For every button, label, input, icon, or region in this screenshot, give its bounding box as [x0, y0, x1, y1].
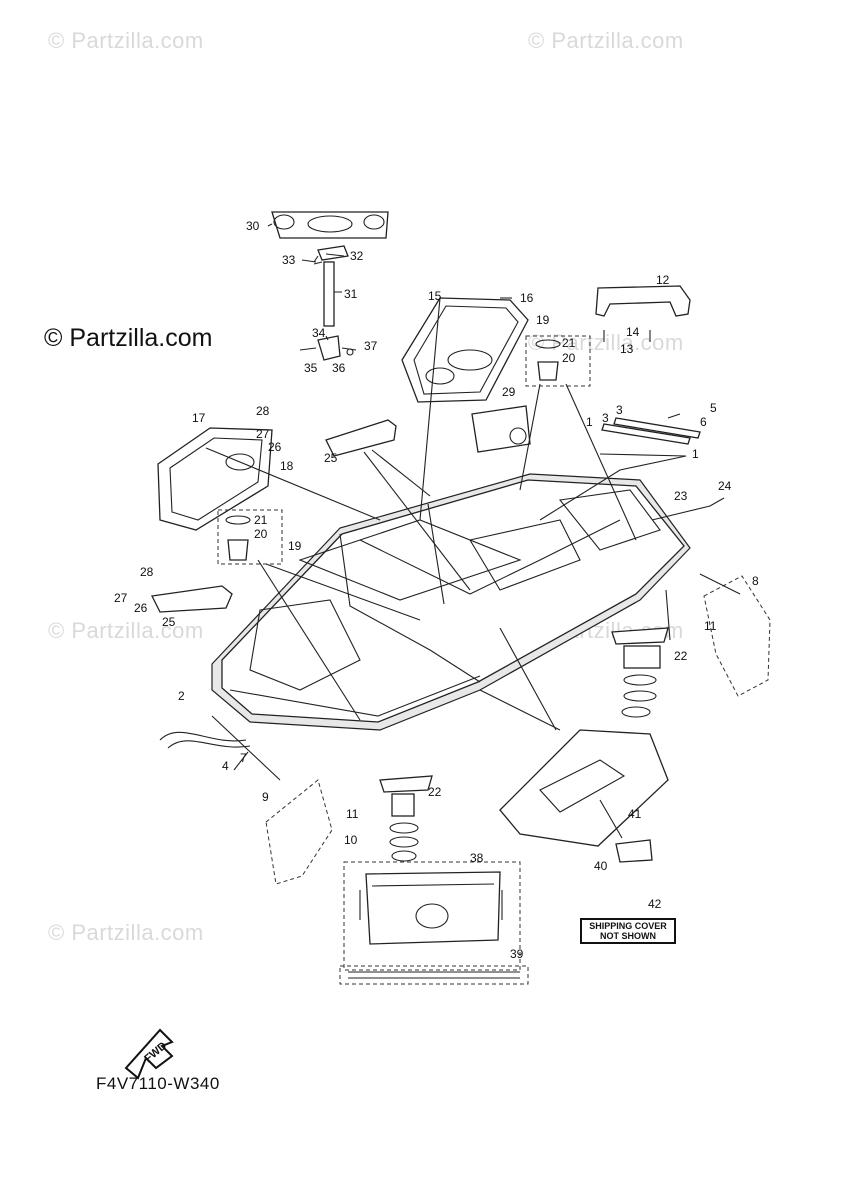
callout[interactable]: 3: [602, 411, 609, 425]
callout[interactable]: 41: [628, 807, 642, 821]
callout[interactable]: 21: [254, 513, 268, 527]
callout[interactable]: 36: [332, 361, 346, 375]
callout[interactable]: 22: [428, 785, 442, 799]
part-cleat: [611, 627, 669, 718]
shipping-note-line: SHIPPING COVER: [589, 921, 667, 931]
callout[interactable]: 1: [692, 447, 699, 461]
callout[interactable]: 6: [700, 415, 707, 429]
part-bracket: [595, 285, 691, 342]
watermark: © Partzilla.com: [48, 618, 204, 643]
callout[interactable]: 26: [134, 601, 148, 615]
shipping-cover-note: SHIPPING COVER NOT SHOWN: [580, 918, 676, 944]
shipping-note-line: NOT SHOWN: [600, 931, 656, 941]
part-cooler: [343, 861, 521, 971]
fwd-arrow-icon: FWD: [124, 1028, 174, 1080]
callout[interactable]: 37: [364, 339, 378, 353]
part-seat-cushion: [271, 211, 389, 239]
callout[interactable]: 30: [246, 219, 260, 233]
callout[interactable]: 38: [470, 851, 484, 865]
callout[interactable]: 9: [262, 790, 269, 804]
callout[interactable]: 1: [586, 415, 593, 429]
callout[interactable]: 39: [510, 947, 524, 961]
part-cleat: [379, 775, 433, 862]
callout[interactable]: 14: [626, 325, 640, 339]
watermark: © Partzilla.com: [528, 28, 684, 53]
callout[interactable]: 10: [344, 833, 358, 847]
callout[interactable]: 34: [312, 326, 326, 340]
callout[interactable]: 19: [288, 539, 302, 553]
callout[interactable]: 8: [752, 574, 759, 588]
callout[interactable]: 25: [162, 615, 176, 629]
callout[interactable]: 13: [620, 342, 634, 356]
watermark: © Partzilla.com: [48, 920, 204, 945]
callout[interactable]: 11: [346, 807, 359, 821]
callout[interactable]: 17: [192, 411, 206, 425]
callout[interactable]: 23: [674, 489, 688, 503]
callout[interactable]: 40: [594, 859, 608, 873]
part-storage-box: [157, 427, 273, 531]
callout[interactable]: 35: [304, 361, 318, 375]
callout[interactable]: 42: [648, 897, 662, 911]
callout[interactable]: 12: [656, 273, 670, 287]
callout[interactable]: 11: [704, 619, 717, 633]
callout[interactable]: 19: [536, 313, 550, 327]
diagram-code: F4V7110-W340: [96, 1074, 220, 1093]
watermark: © Partzilla.com: [528, 330, 684, 355]
callout[interactable]: 16: [520, 291, 534, 305]
callout[interactable]: 28: [256, 404, 270, 418]
callout[interactable]: 22: [674, 649, 688, 663]
callout[interactable]: 20: [562, 351, 576, 365]
part-rails: [601, 413, 701, 445]
callout[interactable]: 26: [268, 440, 282, 454]
callout[interactable]: 15: [428, 289, 442, 303]
callout[interactable]: 28: [140, 565, 154, 579]
part-pedestal: [299, 245, 357, 361]
callout[interactable]: 32: [350, 249, 364, 263]
callout[interactable]: 25: [324, 451, 338, 465]
callout[interactable]: 27: [256, 427, 270, 441]
part-switch-panel: [471, 405, 531, 453]
callout[interactable]: 4: [222, 759, 229, 773]
callout[interactable]: 24: [718, 479, 732, 493]
part-boat-hull: [211, 473, 691, 731]
watermark: © Partzilla.com: [48, 28, 204, 53]
callout[interactable]: 33: [282, 253, 296, 267]
callout[interactable]: 21: [562, 336, 576, 350]
callout[interactable]: 31: [344, 287, 358, 301]
callout[interactable]: 5: [710, 401, 717, 415]
brand-label: © Partzilla.com: [44, 324, 213, 352]
callout[interactable]: 18: [280, 459, 294, 473]
callout[interactable]: 20: [254, 527, 268, 541]
callout[interactable]: 2: [178, 689, 185, 703]
callout[interactable]: 3: [616, 403, 623, 417]
callout[interactable]: 27: [114, 591, 128, 605]
callout[interactable]: 7: [240, 751, 247, 765]
callout[interactable]: 29: [502, 385, 516, 399]
